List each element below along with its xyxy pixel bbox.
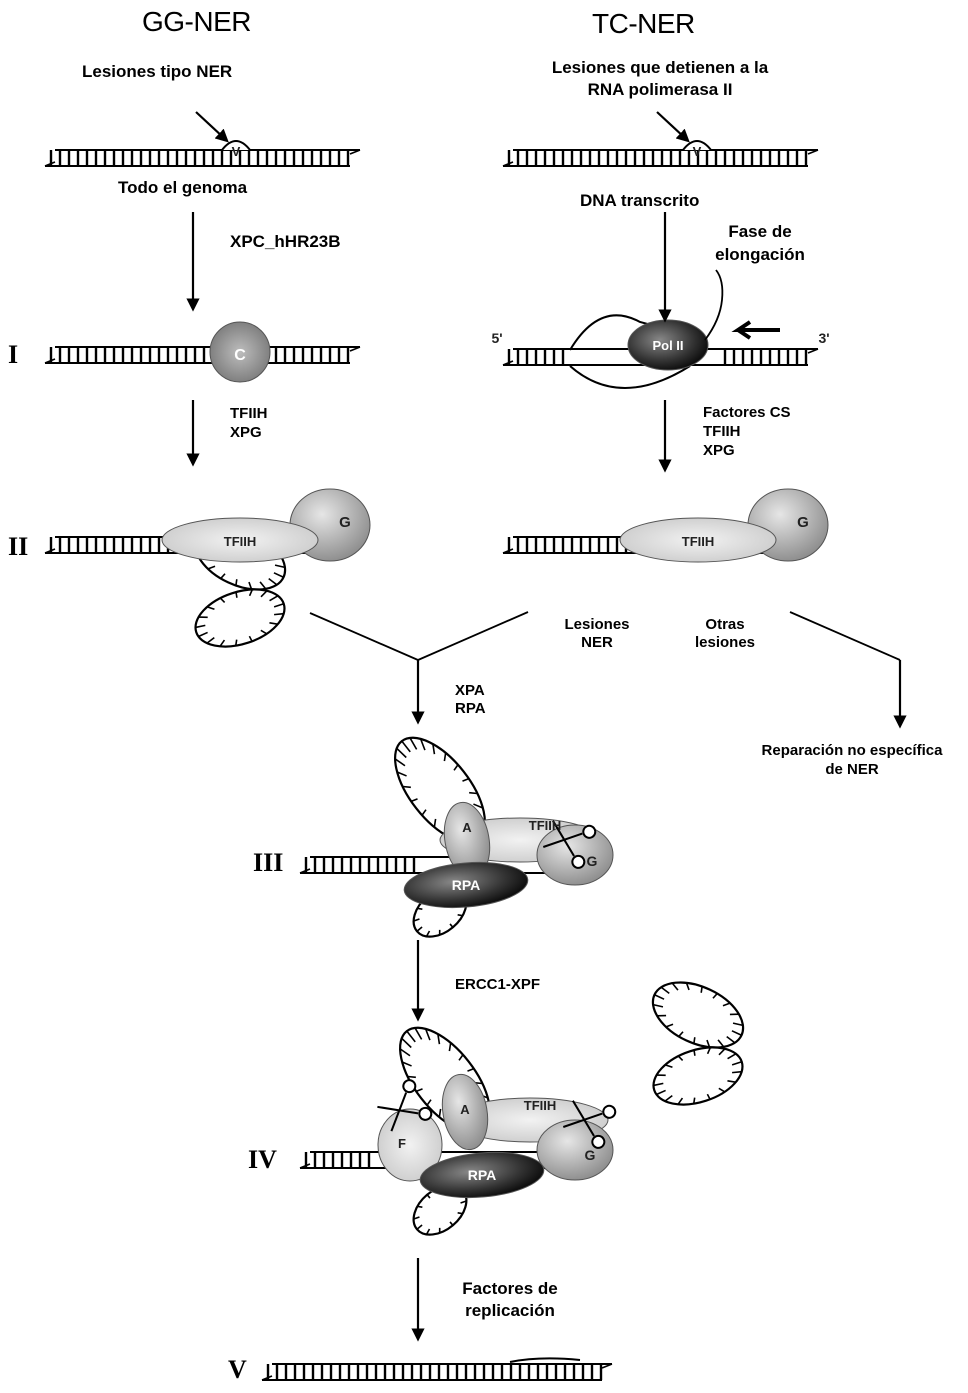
ss-loop-bottom-tc (646, 1037, 750, 1115)
lesion-pointer-tc (657, 112, 685, 138)
tfiih-label-gg: TFIIH (224, 534, 257, 549)
xpf-label-iv: F (398, 1136, 406, 1151)
xpg-label-gg: G (339, 514, 351, 531)
branch-other-line (790, 612, 900, 660)
svg-text:V: V (693, 144, 702, 159)
dna-gg-stage-i (45, 347, 360, 363)
nascent-rna (705, 270, 722, 340)
ss-loop-bottom-gg (188, 579, 292, 657)
xpc-label: C (234, 347, 246, 364)
lesion-gg: V (222, 141, 250, 159)
lesion-pointer-gg (196, 112, 224, 138)
three-prime-label: 3' (818, 330, 829, 346)
xpa-label-iii: A (462, 820, 472, 835)
tfiih-label-iii: TFIIH (529, 818, 562, 833)
xpg-label-tc: G (797, 514, 809, 531)
xpg-label-iii: G (587, 853, 598, 869)
five-prime-label: 5' (491, 330, 502, 346)
xpg-iii (537, 825, 613, 885)
xpg-iv (537, 1120, 613, 1180)
pol-ii-label: Pol II (652, 338, 683, 353)
dna-gg-undamaged (45, 150, 360, 166)
rpa-label-iv: RPA (468, 1167, 497, 1183)
svg-text:V: V (232, 144, 241, 159)
tfiih-label-iv: TFIIH (524, 1098, 557, 1113)
ss-loop-top-tc (643, 969, 754, 1060)
new-synthesis-patch (510, 1358, 580, 1362)
xpa-label-iv: A (460, 1102, 470, 1117)
tfiih-label-tc: TFIIH (682, 534, 715, 549)
rpa-label-iii: RPA (452, 877, 481, 893)
dna-tc-undamaged (503, 150, 818, 166)
converge-left (310, 613, 418, 660)
transcription-direction-arrow (738, 322, 780, 338)
xpg-label-iv: G (585, 1147, 596, 1163)
dna-stage-v-repaired (262, 1364, 612, 1380)
converge-right (418, 612, 528, 660)
